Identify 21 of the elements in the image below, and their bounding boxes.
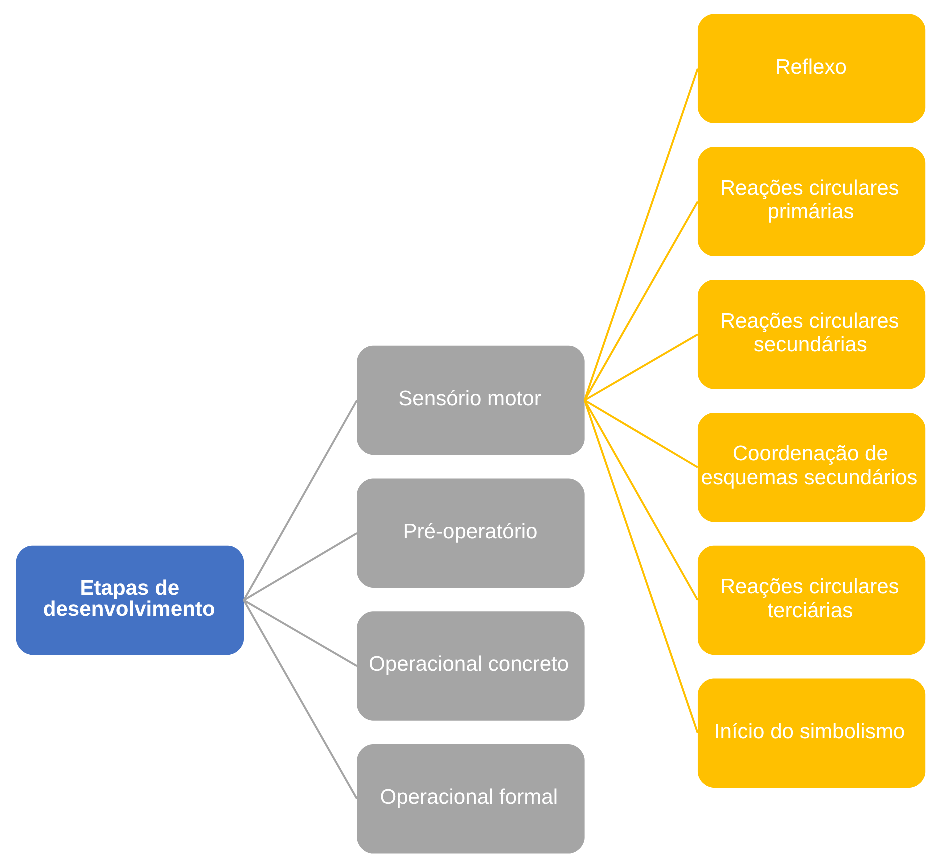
node-box: Reações circulares terciárias — [698, 545, 926, 655]
node-box: Reações circulares secundárias — [698, 280, 926, 389]
connector — [244, 532, 358, 601]
node-box: Coordenação de esquemas secundários — [698, 412, 926, 522]
connector — [584, 399, 698, 468]
connector — [584, 200, 699, 400]
node-box: Operacional formal — [357, 744, 585, 854]
connector — [584, 400, 699, 734]
connector — [243, 599, 358, 800]
connector — [584, 399, 699, 600]
node-box: Pré-operatório — [357, 478, 585, 588]
connector — [244, 599, 358, 667]
node-box: Reações circulares primárias — [698, 146, 926, 256]
connector — [243, 399, 358, 600]
connector — [584, 68, 699, 400]
node-box: Início do simbolismo — [698, 678, 926, 788]
connector — [584, 333, 698, 401]
node-box: Sensório motor — [357, 345, 585, 455]
node-box: Etapas de desenvolvimento — [16, 545, 244, 655]
node-box: Operacional concreto — [357, 611, 585, 720]
node-box: Reflexo — [698, 14, 926, 123]
